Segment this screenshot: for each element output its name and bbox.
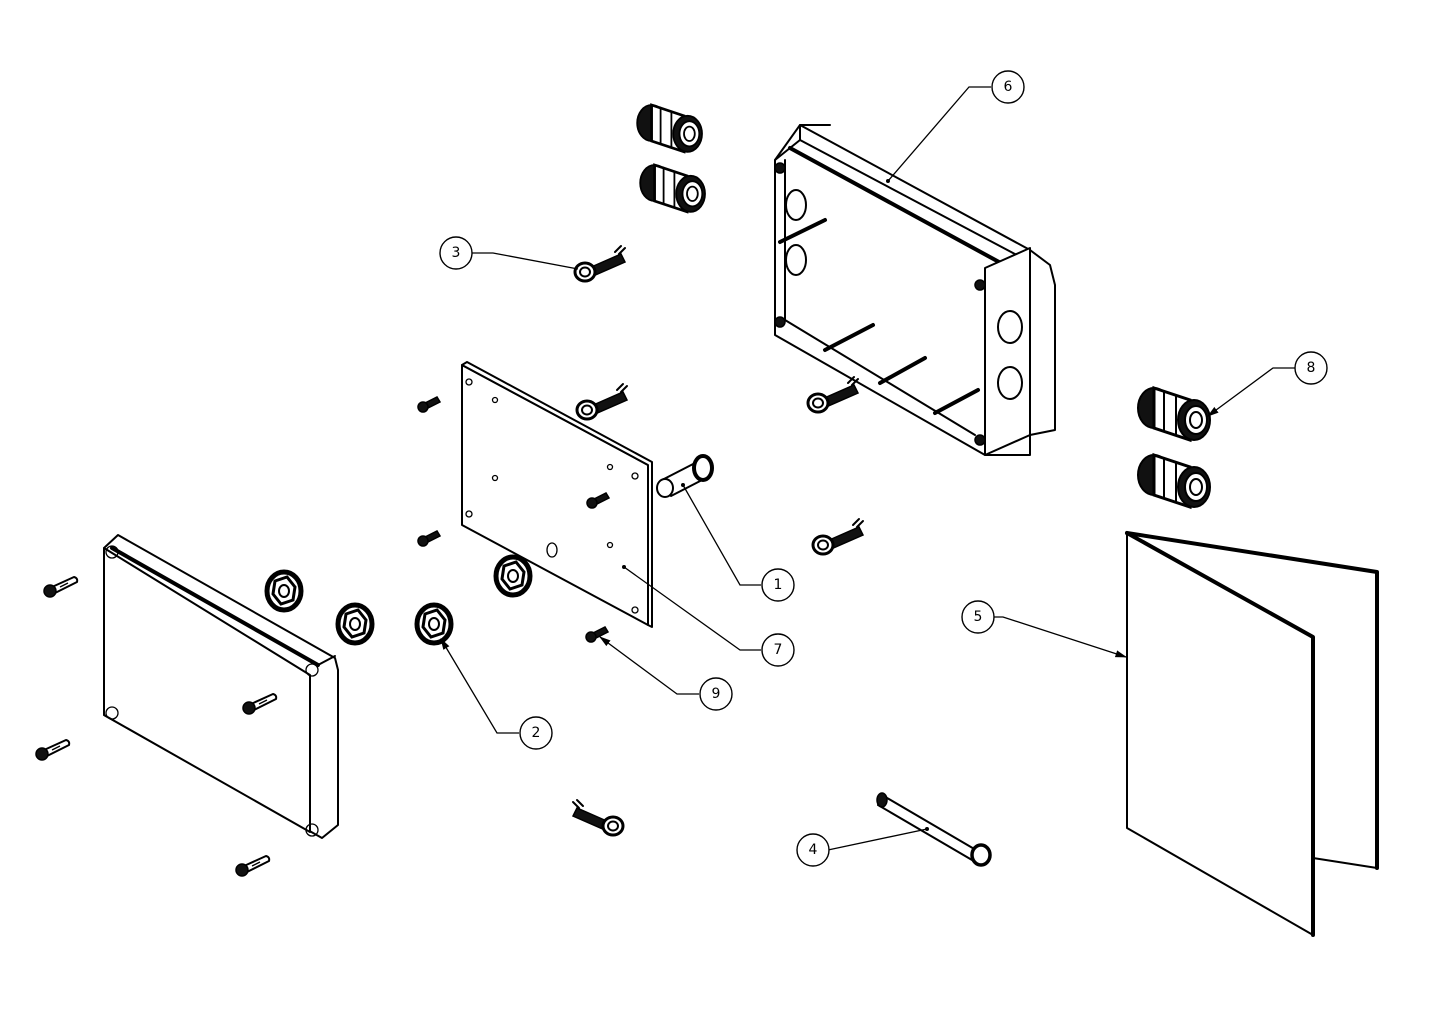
lid-screw-4	[235, 855, 271, 877]
cable-gland-right-upper	[1136, 386, 1212, 442]
mounting-plate	[461, 361, 653, 628]
instruction-leaflet	[1125, 531, 1379, 937]
balloon-label: 2	[532, 725, 541, 741]
screw-plate-left-top	[417, 396, 441, 413]
balloon-4: 4	[796, 833, 830, 867]
pin-bushing	[656, 454, 714, 498]
balloon-label: 3	[452, 245, 461, 261]
balloon-3: 3	[439, 236, 473, 270]
screw-plate-left-bottom	[417, 530, 441, 547]
balloon-label: 6	[1004, 79, 1013, 95]
leader-7	[623, 566, 761, 651]
enclosure-base	[774, 124, 1056, 456]
cotter-rod	[876, 792, 992, 867]
hex-bolt-plate-top	[575, 382, 629, 421]
leader-1	[682, 484, 761, 586]
balloon-label: 4	[809, 842, 818, 858]
flange-nut-plate	[496, 557, 530, 595]
hex-bolt-right	[811, 517, 865, 556]
balloon-7: 7	[761, 633, 795, 667]
cable-gland-top-lower	[638, 163, 707, 214]
hex-bolt-bottom	[571, 798, 625, 837]
balloon-9: 9	[699, 677, 733, 711]
lid-screw-1	[43, 576, 79, 598]
flange-nut-lid-2	[338, 605, 372, 643]
balloon-label: 9	[712, 686, 721, 702]
flange-nut-item-2	[417, 605, 451, 643]
cable-gland-right-lower	[1136, 453, 1212, 509]
leader-8	[1207, 367, 1295, 417]
hex-bolt-item-3	[573, 244, 627, 283]
balloon-8: 8	[1294, 351, 1328, 385]
hex-bolt-enclosure	[806, 375, 860, 414]
balloon-label: 8	[1307, 360, 1316, 376]
balloon-label: 7	[774, 642, 783, 658]
balloon-1: 1	[761, 568, 795, 602]
enclosure-lid	[103, 534, 339, 839]
leader-5	[981, 616, 1128, 658]
balloon-label: 1	[774, 577, 783, 593]
balloon-5: 5	[961, 600, 995, 634]
balloon-6: 6	[991, 70, 1025, 104]
leader-9	[599, 636, 699, 695]
cable-gland-top-upper	[635, 103, 704, 154]
leader-3	[471, 252, 579, 270]
leader-2	[440, 637, 519, 734]
balloon-2: 2	[519, 716, 553, 750]
flange-nut-lid-1	[267, 572, 301, 610]
leader-6	[887, 86, 991, 182]
lid-screw-2	[35, 739, 71, 761]
balloon-label: 5	[974, 609, 983, 625]
